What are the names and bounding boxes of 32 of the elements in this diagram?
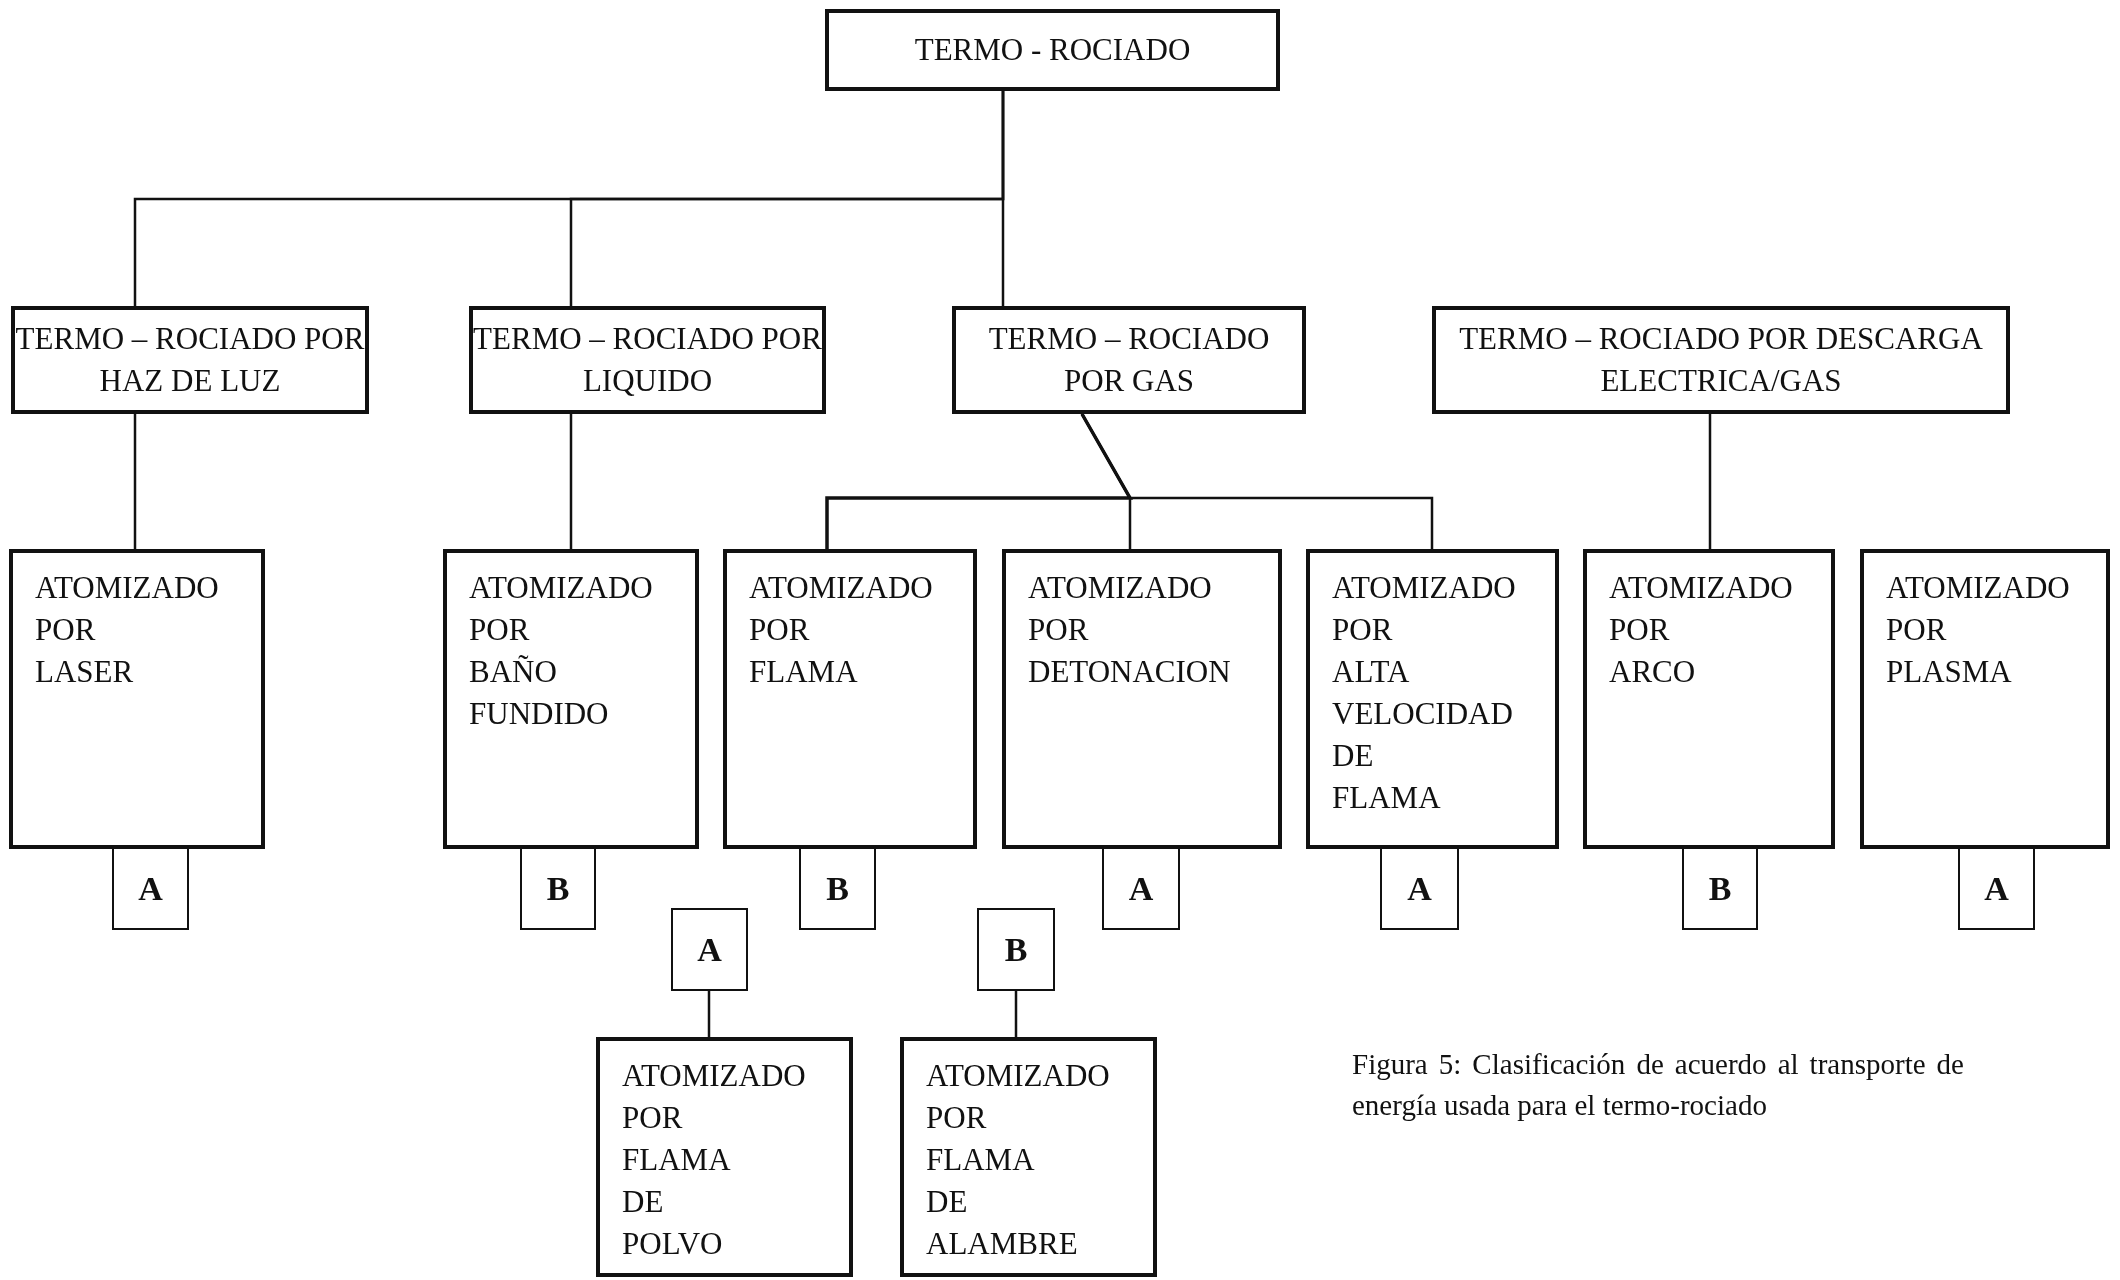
- type-label-box: A: [671, 908, 748, 991]
- type-label-box: B: [520, 847, 596, 930]
- connector-line: [569, 414, 573, 549]
- type-label-box: A: [112, 847, 189, 930]
- type-label-box: B: [977, 908, 1055, 991]
- type-label-box: A: [1958, 847, 2035, 930]
- category-box: TERMO – ROCIADO POR GAS: [952, 306, 1306, 414]
- type-label-box: A: [1102, 847, 1180, 930]
- connector-line: [1001, 91, 1005, 306]
- category-box: TERMO – ROCIADO POR LIQUIDO: [469, 306, 826, 414]
- category-box: TERMO – ROCIADO POR HAZ DE LUZ: [11, 306, 369, 414]
- connector-line: [825, 413, 1133, 549]
- connector-line: [707, 991, 711, 1037]
- process-box: ATOMIZADO POR FLAMA: [723, 549, 977, 849]
- process-box: ATOMIZADO POR FLAMA DE ALAMBRE: [900, 1037, 1157, 1277]
- type-label-box: B: [799, 847, 876, 930]
- process-box: ATOMIZADO POR PLASMA: [1860, 549, 2110, 849]
- category-box: TERMO - ROCIADO: [825, 9, 1280, 91]
- connector-line: [1708, 414, 1712, 549]
- type-label-box: B: [1682, 847, 1758, 930]
- connector-line: [1080, 413, 1434, 549]
- process-box: ATOMIZADO POR ALTA VELOCIDAD DE FLAMA: [1306, 549, 1559, 849]
- process-box: ATOMIZADO POR ARCO: [1583, 549, 1835, 849]
- process-box: ATOMIZADO POR BAÑO FUNDIDO: [443, 549, 699, 849]
- connector-line: [133, 414, 137, 549]
- category-box: TERMO – ROCIADO POR DESCARGA ELECTRICA/GAS: [1432, 306, 2010, 414]
- figure-caption: Figura 5: Clasificación de acuerdo al transporte de energía usada para el termo-rociado: [1352, 1047, 1964, 1123]
- connector-line: [1014, 991, 1018, 1037]
- type-label-box: A: [1380, 847, 1459, 930]
- process-box: ATOMIZADO POR FLAMA DE POLVO: [596, 1037, 853, 1277]
- process-box: ATOMIZADO POR LASER: [9, 549, 265, 849]
- process-box: ATOMIZADO POR DETONACION: [1002, 549, 1282, 849]
